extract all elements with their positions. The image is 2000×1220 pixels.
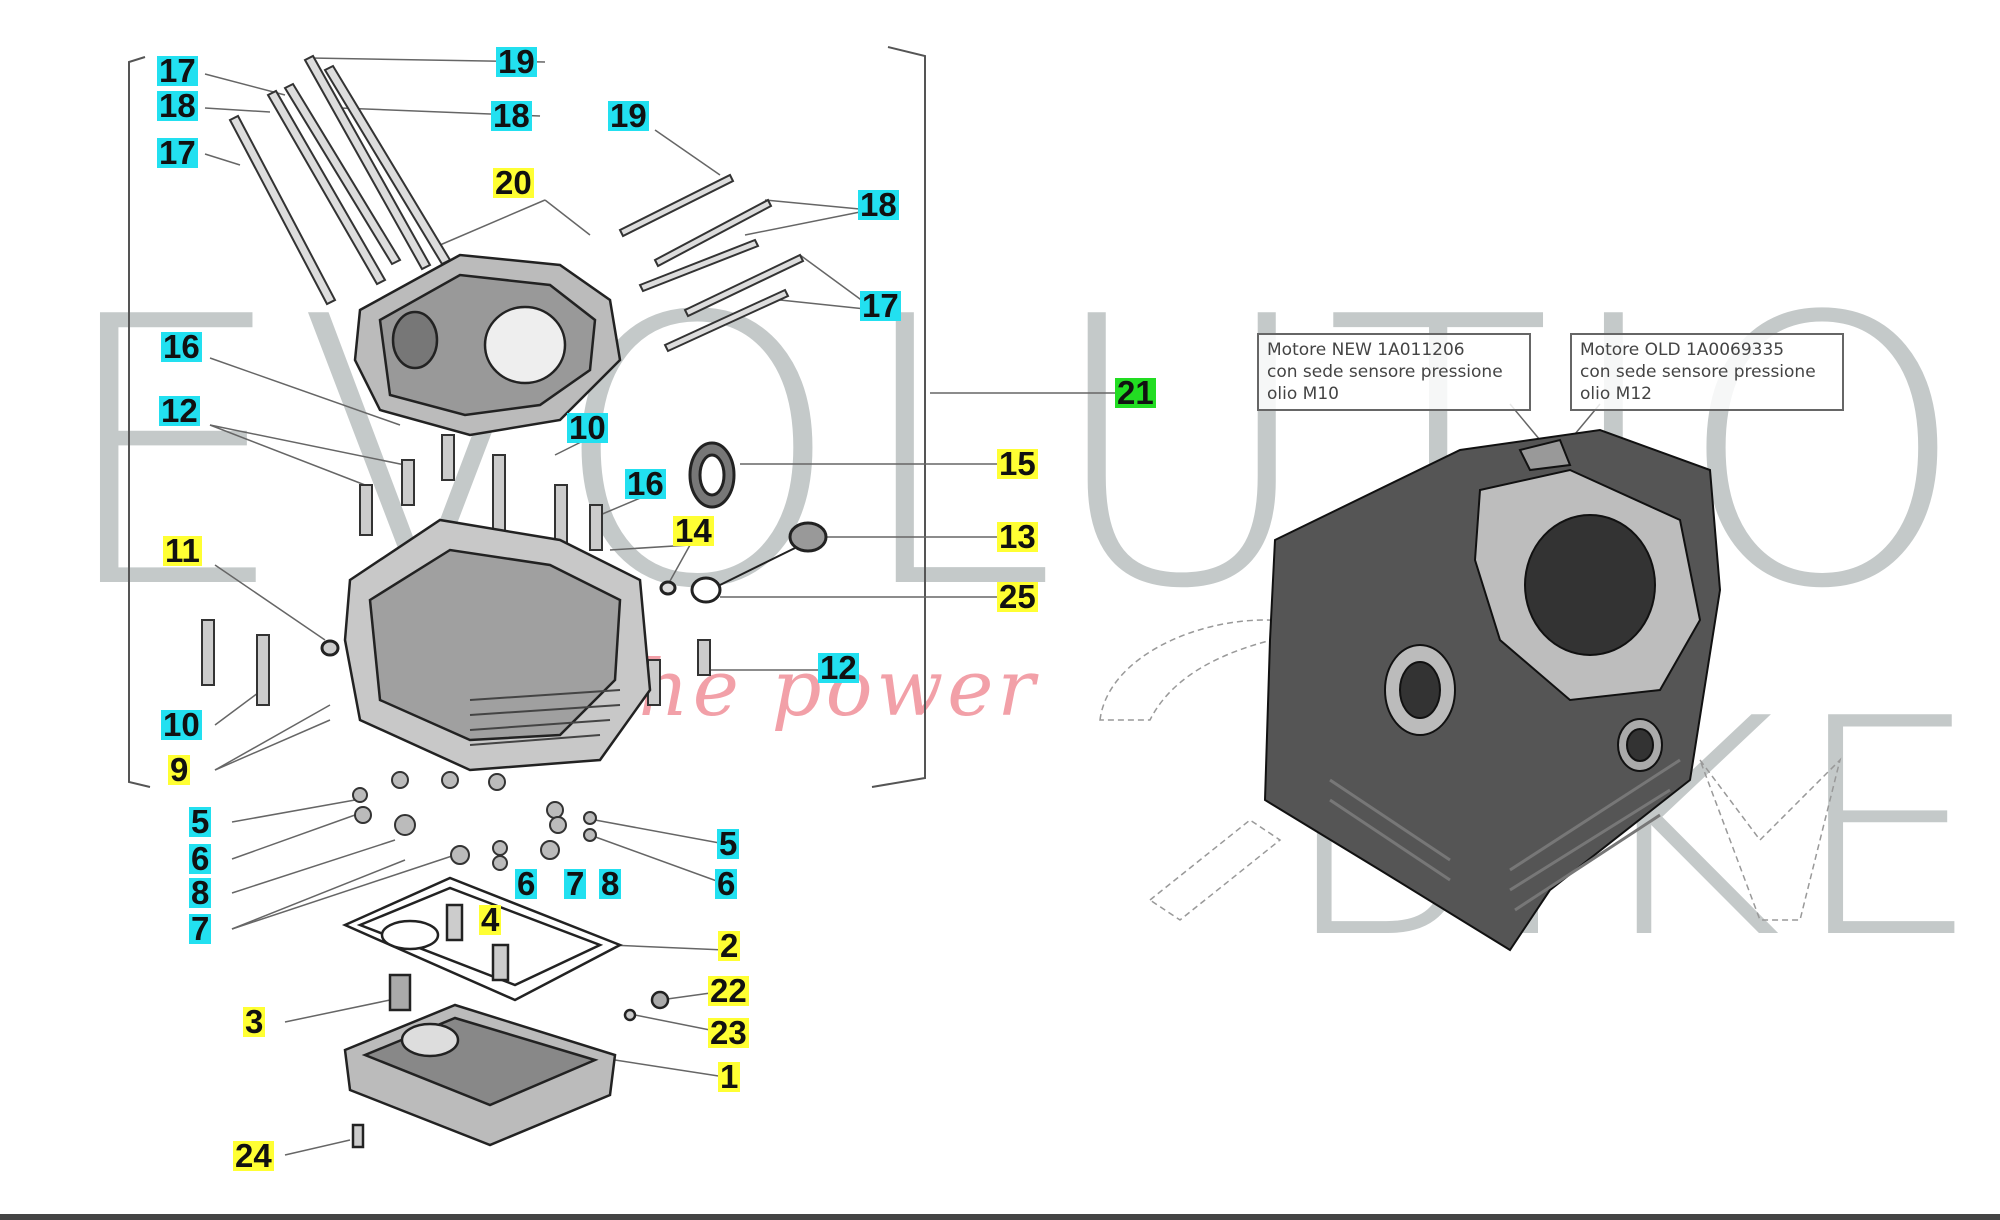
note-new-engine: Motore NEW 1A011206 con sede sensore pre… [1257,333,1531,411]
washers-nuts [352,771,597,871]
note-old-engine: Motore OLD 1A0069335 con sede sensore pr… [1570,333,1844,411]
part-label: 1 [718,1058,741,1095]
studs [228,54,805,353]
leader-lines [204,57,1601,1156]
part-label: 6 [515,865,538,902]
part-label: 18 [491,97,532,134]
part-label: 19 [608,97,649,134]
part-label: 24 [233,1137,274,1174]
crankcase-lower [343,518,652,772]
part-label: 8 [599,865,622,902]
small-parts [320,441,828,657]
part-label: 17 [157,134,198,171]
note-line: Motore OLD 1A0069335 [1580,340,1785,360]
part-label: 16 [625,465,666,502]
part-label: 23 [708,1014,749,1051]
note-line: olio M10 [1267,384,1339,404]
note-line: con sede sensore pressione [1580,362,1816,382]
part-label: 11 [163,532,202,569]
part-label: 17 [157,52,198,89]
assembled-engine [1263,428,1722,952]
part-label: 14 [673,512,714,549]
part-label: 16 [161,328,202,365]
part-label: 12 [159,392,200,429]
part-label: 25 [997,578,1038,615]
part-label: 9 [168,751,191,788]
part-label: 21 [1115,374,1156,411]
bottom-border [0,1214,2000,1220]
part-label: 13 [997,518,1038,555]
part-label: 20 [493,164,534,201]
part-label: 19 [496,43,537,80]
note-line: con sede sensore pressione [1267,362,1503,382]
part-label: 5 [717,825,740,862]
part-label: 3 [243,1003,266,1040]
part-label: 12 [818,649,859,686]
part-label: 5 [189,803,212,840]
part-label: 6 [715,865,738,902]
part-label: 18 [858,186,899,223]
part-label: 10 [161,706,202,743]
part-label: 22 [708,972,749,1009]
part-label: 4 [479,901,502,938]
part-label: 18 [157,87,198,124]
oil-pan [341,876,670,1149]
note-line: olio M12 [1580,384,1652,404]
brackets [128,46,926,788]
part-label: 7 [189,910,212,947]
crankcase-upper [353,253,622,437]
part-label: 10 [567,409,608,446]
part-label: 6 [189,840,212,877]
part-label: 15 [997,445,1038,482]
note-line: Motore NEW 1A011206 [1267,340,1465,360]
part-label: 2 [718,927,741,964]
part-label: 8 [189,874,212,911]
part-label: 7 [564,865,587,902]
part-label: 17 [860,287,901,324]
